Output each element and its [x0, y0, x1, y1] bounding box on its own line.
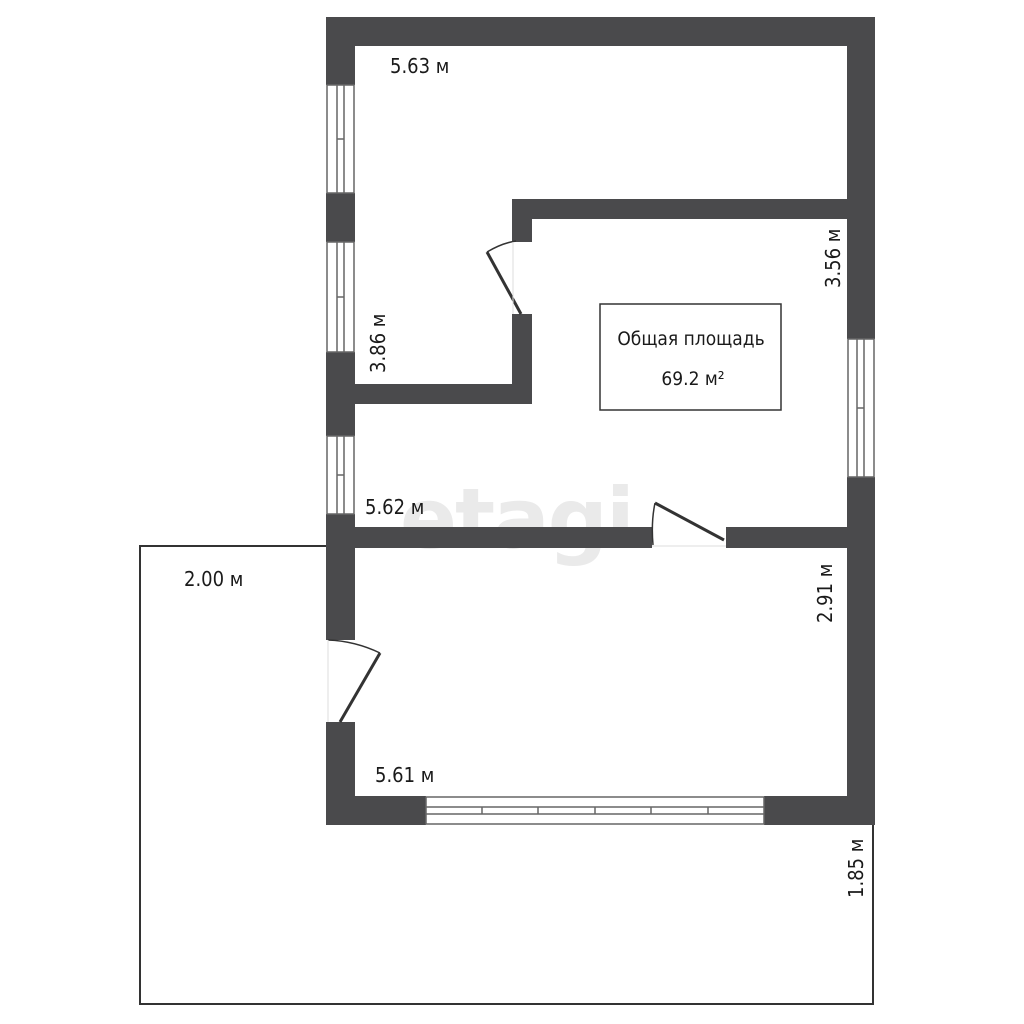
- window-left-1: [326, 84, 355, 194]
- window-left-3: [326, 435, 355, 515]
- door-middle: [651, 501, 726, 547]
- window-right: [847, 338, 875, 478]
- total-area-box: Общая площадь 69.2 м²: [599, 303, 782, 411]
- wall-top: [326, 17, 875, 46]
- doors: [327, 240, 726, 723]
- total-area-value: 69.2 м²: [661, 368, 724, 390]
- dim-terrace-height: 1.85 м: [844, 839, 868, 898]
- wall-bottom-right: [764, 796, 875, 825]
- wall-right-upper: [847, 17, 875, 339]
- wall-middle-right: [726, 527, 875, 548]
- dim-middle-width: 5.62 м: [365, 495, 424, 519]
- wall-inner-top: [512, 199, 847, 219]
- wall-inner-left-lower: [512, 314, 532, 404]
- door-entrance: [327, 639, 382, 723]
- dim-top-room-left-height: 3.86 м: [366, 314, 390, 373]
- dim-top-room-width: 5.63 м: [390, 54, 449, 78]
- terrace-outline: [139, 545, 874, 1005]
- dim-right-room-height: 3.56 м: [821, 229, 845, 288]
- windows: [326, 84, 875, 825]
- total-area-label: Общая площадь: [617, 328, 764, 350]
- dim-bottom-room-height: 2.91 м: [813, 564, 837, 623]
- window-left-2: [326, 241, 355, 353]
- wall-partition-upper: [355, 384, 532, 404]
- wall-inner-left-upper: [512, 199, 532, 242]
- dim-terrace-width: 2.00 м: [184, 567, 243, 591]
- wall-left-3: [326, 352, 355, 436]
- watermark-logo: etagi: [400, 470, 633, 568]
- door-inner-room: [485, 240, 523, 315]
- window-bottom: [425, 796, 765, 825]
- wall-left-1: [326, 17, 355, 85]
- wall-middle-left: [326, 527, 652, 548]
- wall-bottom-left: [326, 796, 426, 825]
- wall-left-2: [326, 193, 355, 242]
- dimension-labels: 5.63 м 3.86 м 3.56 м 5.62 м 2.00 м 2.91 …: [184, 54, 868, 898]
- dim-bottom-room-width: 5.61 м: [375, 763, 434, 787]
- walls: [326, 17, 875, 825]
